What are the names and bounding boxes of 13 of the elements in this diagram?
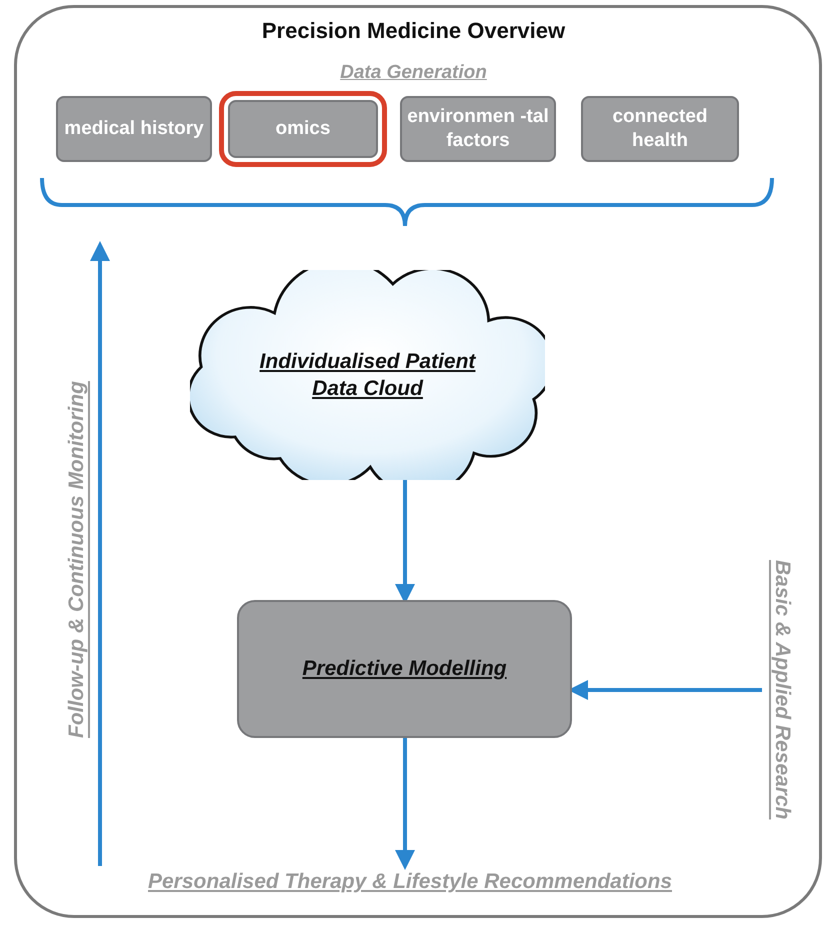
process-box: Predictive Modelling xyxy=(237,600,572,738)
cloud-shape xyxy=(190,270,545,480)
side-label: Basic & Applied Research xyxy=(762,535,802,845)
data-box: medical history xyxy=(56,96,212,162)
arrow xyxy=(395,738,415,870)
data-box: environmen -tal factors xyxy=(400,96,556,162)
arrow xyxy=(90,241,110,866)
diagram-title: Precision Medicine Overview xyxy=(260,18,566,44)
group-heading: Data Generation xyxy=(339,62,488,84)
cloud-label: Individualised Patient Data Cloud xyxy=(258,348,477,402)
data-box: connected health xyxy=(581,96,739,162)
edge-label: Follow-up & Continuous Monitoring xyxy=(64,380,89,740)
outcome-label: Personalised Therapy & Lifestyle Recommendations xyxy=(90,866,730,898)
